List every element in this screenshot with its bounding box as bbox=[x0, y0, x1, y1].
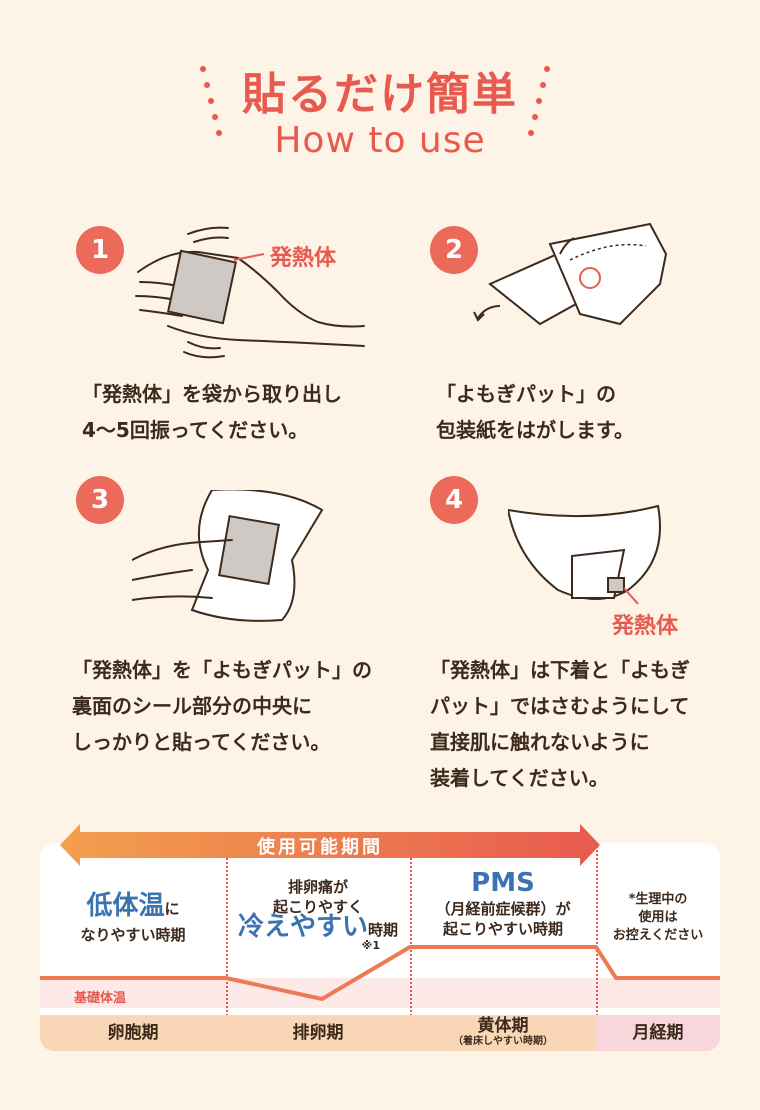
underwear-with-pad-illustration bbox=[508, 504, 661, 605]
phase-follicular-label: 卵胞期 bbox=[107, 1023, 159, 1043]
page-subtitle: How to use bbox=[274, 120, 486, 161]
step-4-text: 「発熱体」は下着と「よもぎ パット」ではさむようにして 直接肌に触れないように … bbox=[430, 652, 690, 796]
attach-heater-illustration bbox=[132, 490, 324, 622]
low-body-temp-big: 低体温 bbox=[86, 891, 165, 921]
step-3-line-1: 「発熱体」を「よもぎパット」の bbox=[72, 658, 372, 682]
step-2-line-1: 「よもぎパット」の bbox=[436, 382, 616, 406]
divider-1 bbox=[226, 843, 228, 1051]
ovulation-line-1: 排卵痛が bbox=[287, 878, 348, 896]
step-2-line-2: 包装紙をはがします。 bbox=[436, 418, 634, 442]
usable-period-arrow bbox=[60, 824, 600, 866]
phase-menstrual-label: 月経期 bbox=[632, 1023, 684, 1043]
step-3-badge: 3 bbox=[76, 476, 124, 524]
step-3-text: 「発熱体」を「よもぎパット」の 裏面のシール部分の中央に しっかりと貼ってくださ… bbox=[72, 652, 372, 760]
menstrual-cycle-panel: 低体温に なりやすい時期 排卵痛が 起こりやすく 冷えやすい時期 ※1 PMS … bbox=[40, 843, 720, 1051]
step-4-line-1: 「発熱体」は下着と「よもぎ bbox=[430, 658, 690, 682]
step-4-line-4: 装着してください。 bbox=[430, 766, 609, 790]
menses-note-line-3: お控えください bbox=[612, 928, 704, 943]
basal-temp-curve bbox=[40, 945, 720, 1001]
phase-menstrual: 月経期 bbox=[596, 1015, 720, 1051]
pms-line-2: （月経前症候群）が bbox=[435, 900, 571, 918]
menses-note-text: *生理中の 使用は お控えください bbox=[596, 891, 720, 945]
step-2-badge: 2 bbox=[430, 226, 478, 274]
step-4-heater-label: 発熱体 bbox=[612, 614, 679, 639]
phase-luteal-sub: （着床しやすい時期） bbox=[453, 1036, 553, 1047]
basal-temp-band bbox=[40, 978, 720, 1008]
ovulation-note: ※1 bbox=[361, 939, 380, 952]
step-2-text: 「よもぎパット」の 包装紙をはがします。 bbox=[436, 376, 634, 448]
low-body-temp-suffix: に bbox=[164, 900, 180, 918]
ovulation-big: 冷えやすい bbox=[237, 912, 368, 942]
low-body-temp-text: 低体温に なりやすい時期 bbox=[40, 885, 226, 945]
phase-luteal-label: 黄体期 bbox=[477, 1016, 529, 1036]
step-3-line-2: 裏面のシール部分の中央に bbox=[72, 694, 312, 718]
ovulation-suffix: 時期 bbox=[368, 921, 399, 939]
phase-ovulation-label: 排卵期 bbox=[292, 1023, 344, 1043]
phase-ovulation: 排卵期 bbox=[226, 1015, 410, 1051]
step-4-badge: 4 bbox=[430, 476, 478, 524]
pms-text: PMS （月経前症候群）が 起こりやすい時期 bbox=[410, 867, 596, 939]
step-1-text: 「発熱体」を袋から取り出し 4～5回振ってください。 bbox=[82, 376, 342, 448]
ovulation-line-2: 起こりやすく bbox=[272, 898, 363, 916]
phase-follicular: 卵胞期 bbox=[40, 1015, 226, 1051]
pms-big: PMS bbox=[471, 868, 535, 898]
step-4-line-2: パット」ではさむようにして bbox=[430, 694, 690, 718]
pms-line-3: 起こりやすい時期 bbox=[442, 920, 563, 938]
step-1-line-1: 「発熱体」を袋から取り出し bbox=[82, 382, 342, 406]
peel-wrapper-illustration bbox=[473, 222, 668, 326]
step-3-line-3: しっかりと貼ってください。 bbox=[72, 730, 331, 754]
phase-luteal: 黄体期 （着床しやすい時期） bbox=[410, 1015, 596, 1051]
page-title: 貼るだけ簡単 bbox=[242, 69, 518, 120]
low-body-temp-line-2: なりやすい時期 bbox=[80, 926, 186, 944]
step-4-line-3: 直接肌に触れないように bbox=[430, 730, 650, 754]
menses-note-line-2: 使用は bbox=[638, 910, 678, 925]
usable-period-label: 使用可能期間 bbox=[257, 837, 383, 858]
step-1-line-2: 4～5回振ってください。 bbox=[82, 418, 309, 442]
basal-temp-label: 基礎体温 bbox=[74, 991, 127, 1006]
menses-note-line-1: *生理中の bbox=[628, 892, 688, 907]
ovulation-text: 排卵痛が 起こりやすく 冷えやすい時期 ※1 bbox=[226, 877, 410, 952]
step-1-badge: 1 bbox=[76, 226, 124, 274]
step-1-heater-label: 発熱体 bbox=[270, 246, 337, 271]
hand-shaking-heater-illustration bbox=[135, 226, 365, 359]
